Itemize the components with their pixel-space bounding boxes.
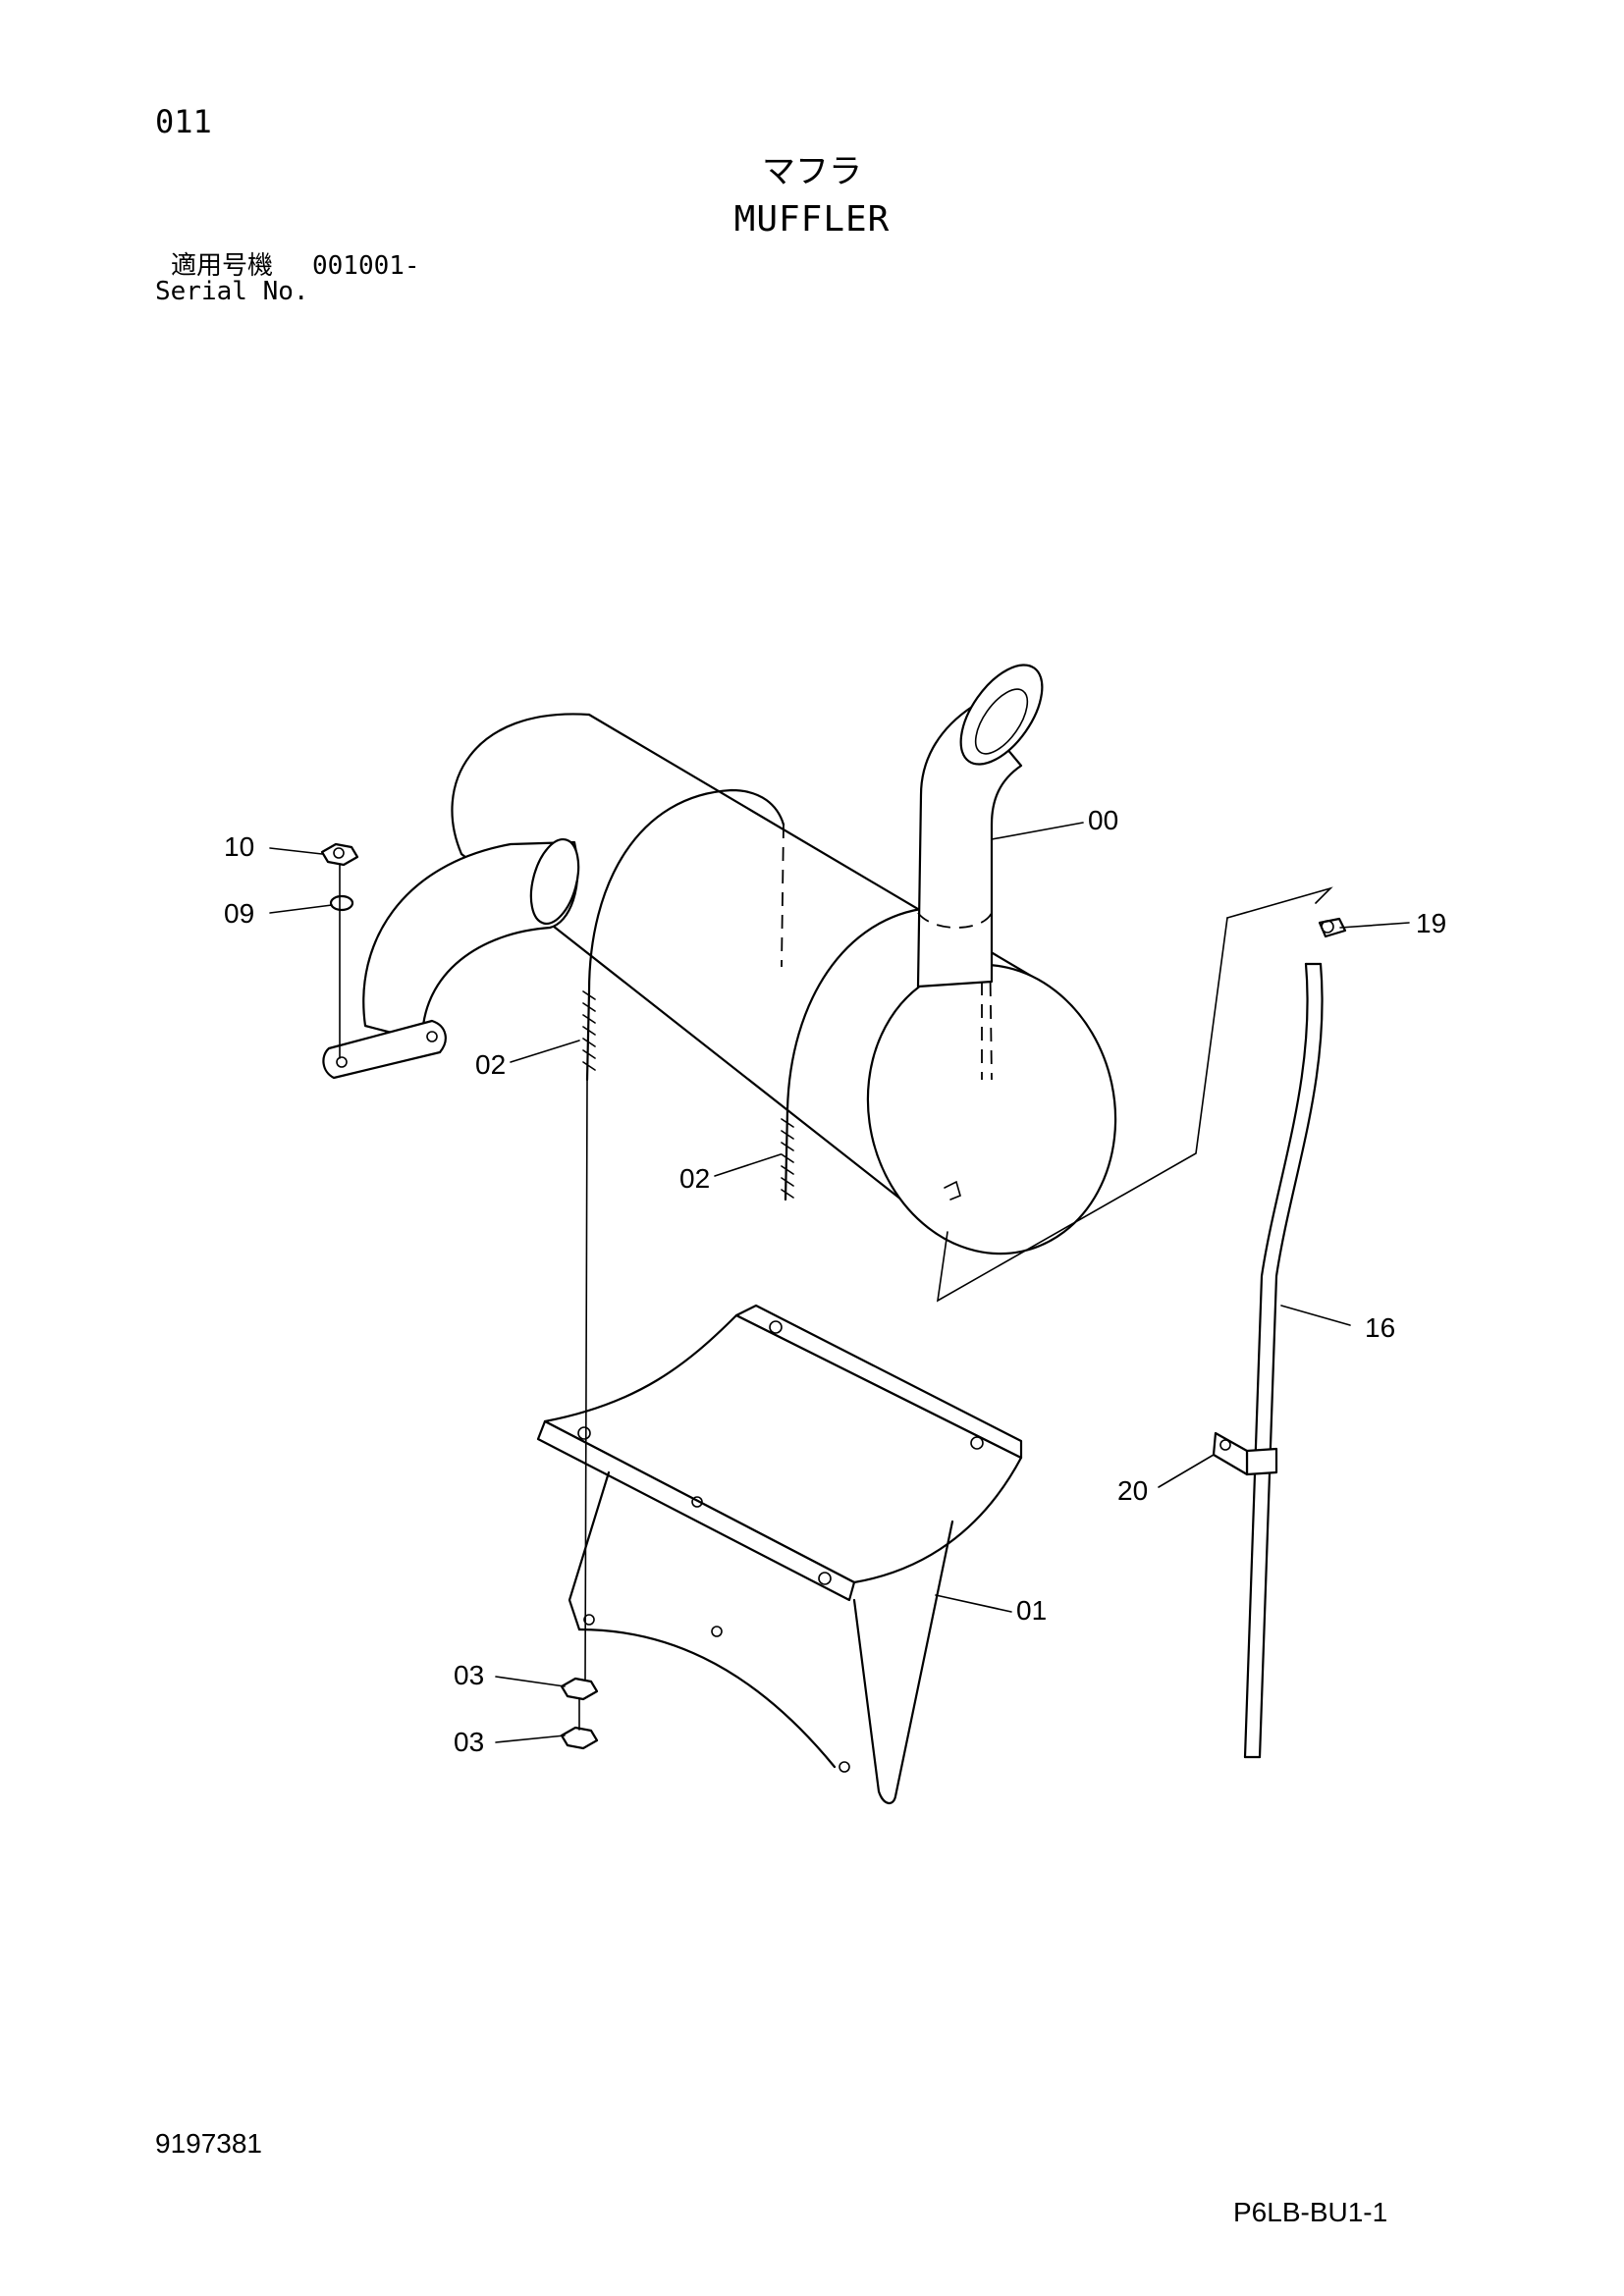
hose-clip [1318, 917, 1347, 938]
callout-20: 20 [1117, 1475, 1148, 1506]
drawing-number: 9197381 [155, 2128, 263, 2159]
nut-lower-1 [560, 1677, 599, 1701]
callout-16: 16 [1365, 1312, 1395, 1343]
muffler-body [451, 713, 1117, 1255]
nut-lower-2 [560, 1726, 599, 1750]
spring-washer [329, 894, 354, 912]
callout-01: 01 [1016, 1595, 1047, 1626]
callout-19: 19 [1416, 908, 1446, 938]
callout-10: 10 [224, 831, 254, 862]
page-number: 011 [155, 103, 212, 140]
hose-clamp [1212, 1431, 1278, 1476]
mounting-bracket [536, 1304, 1023, 1804]
nut-upper [320, 842, 359, 867]
callout-02-upper: 02 [475, 1049, 506, 1080]
serial-label-japanese: 適用号機 [171, 251, 274, 281]
callout-03-upper: 03 [454, 1660, 484, 1690]
serial-range: 001001- [312, 251, 420, 281]
callout-02-lower: 02 [679, 1163, 710, 1194]
callout-03-lower: 03 [454, 1727, 484, 1757]
u-bolt-rear [582, 788, 785, 1082]
sheet-code: P6LB-BU1-1 [1233, 2197, 1388, 2227]
page-title: MUFFLER [733, 199, 891, 240]
inlet-elbow-pipe [322, 838, 580, 1080]
serial-label: Serial No. [155, 277, 309, 306]
callout-09: 09 [224, 898, 254, 929]
callout-00: 00 [1088, 805, 1118, 835]
drain-hose [1243, 962, 1324, 1759]
page-title-japanese: マフラ [762, 152, 862, 191]
tail-pipe [916, 664, 1044, 1080]
